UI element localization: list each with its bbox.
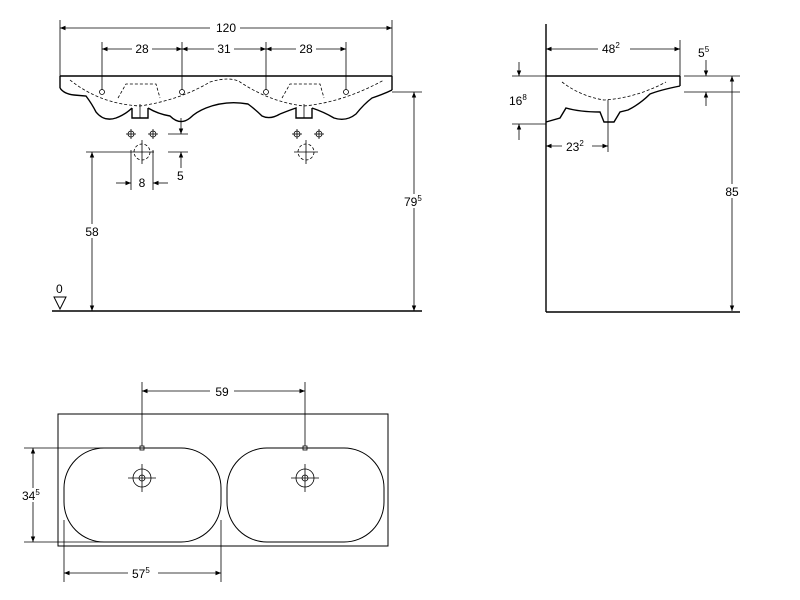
floor-level-icon bbox=[53, 296, 67, 311]
floor-level-label: 0 bbox=[56, 282, 63, 296]
dim-drain-height-label: 58 bbox=[85, 225, 99, 239]
dim-hole-left-label: 28 bbox=[135, 42, 149, 56]
front-view: 0 bbox=[52, 20, 428, 312]
dim-depth-label: 482 bbox=[602, 41, 620, 56]
dim-drain-offset-label: 5 bbox=[177, 169, 184, 183]
dim-total-width-label: 120 bbox=[216, 21, 236, 35]
countertop-outline bbox=[57, 413, 389, 547]
dim-rim-height-label: 795 bbox=[404, 194, 422, 209]
dim-hole-right-label: 28 bbox=[299, 42, 313, 56]
bowl-left bbox=[63, 447, 222, 543]
dim-bowl-spacing-label: 59 bbox=[215, 385, 229, 399]
waste-connection-left bbox=[126, 129, 158, 164]
top-view: 59 345 575 bbox=[20, 382, 389, 582]
dim-total-height-label: 85 bbox=[725, 185, 739, 199]
dim-bowl-depth-label: 345 bbox=[22, 488, 40, 503]
drain-left bbox=[128, 464, 156, 492]
basin-front-outline bbox=[59, 75, 393, 123]
side-view: 482 55 168 232 85 bbox=[509, 24, 744, 313]
drain-right bbox=[291, 464, 319, 492]
dim-bowl-width-label: 575 bbox=[132, 566, 150, 581]
waste-connection-right bbox=[292, 129, 324, 164]
dim-rim-thickness-label: 55 bbox=[698, 45, 710, 60]
dim-hole-mid-label: 31 bbox=[217, 42, 231, 56]
dim-basin-height-label: 168 bbox=[509, 93, 527, 108]
basin-side-outline bbox=[545, 75, 681, 123]
bowl-right bbox=[226, 447, 385, 543]
dim-drain-spacing-label: 8 bbox=[139, 176, 146, 190]
dim-drain-distance-label: 232 bbox=[566, 139, 584, 154]
